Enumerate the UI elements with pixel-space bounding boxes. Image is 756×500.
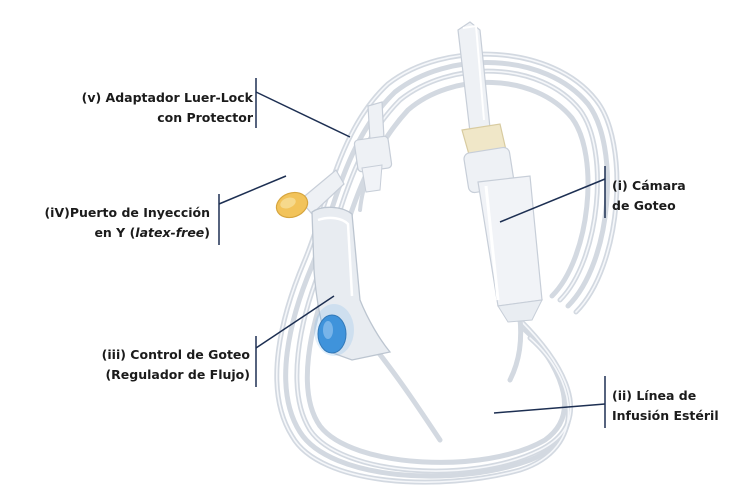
leader-i [499, 166, 606, 223]
y-injection-port [275, 169, 345, 219]
label-ii-line2: Infusión Estéril [612, 408, 719, 423]
label-iv-latex-free: latex-free [135, 225, 205, 240]
label-v-line1: (v) Adaptador Luer-Lock [81, 90, 253, 105]
label-iv-line2: en Y (latex-free) [44, 223, 210, 243]
label-ii-line1: (ii) Línea de [612, 388, 697, 403]
roller-clamp [311, 206, 392, 361]
label-drip-chamber: (i) Cámara de Goteo [612, 176, 686, 216]
label-iv-line2-post: ) [204, 225, 210, 240]
label-v-line2: con Protector [157, 110, 253, 125]
leader-ii [493, 376, 606, 428]
label-i-line1: (i) Cámara [612, 178, 686, 193]
label-roller-clamp: (iii) Control de Goteo (Regulador de Flu… [102, 345, 250, 385]
leader-iv [218, 175, 287, 245]
label-luer-lock-adapter: (v) Adaptador Luer-Lock con Protector [82, 88, 253, 128]
luer-lock-adapter [353, 101, 393, 193]
leader-v [255, 78, 351, 138]
label-y-injection-port: (iV)Puerto de Inyección en Y (latex-free… [44, 203, 210, 243]
label-infusion-line: (ii) Línea de Infusión Estéril [612, 386, 719, 426]
label-iii-line2: (Regulador de Flujo) [105, 367, 250, 382]
label-iii-line1: (iii) Control de Goteo [101, 347, 250, 362]
leader-lines [218, 78, 606, 428]
label-iv-line1: (iV)Puerto de Inyección [44, 205, 210, 220]
drip-chamber [457, 21, 543, 323]
leader-iii [255, 295, 335, 387]
label-i-line2: de Goteo [612, 198, 676, 213]
label-iv-line2-pre: en Y ( [94, 225, 136, 240]
